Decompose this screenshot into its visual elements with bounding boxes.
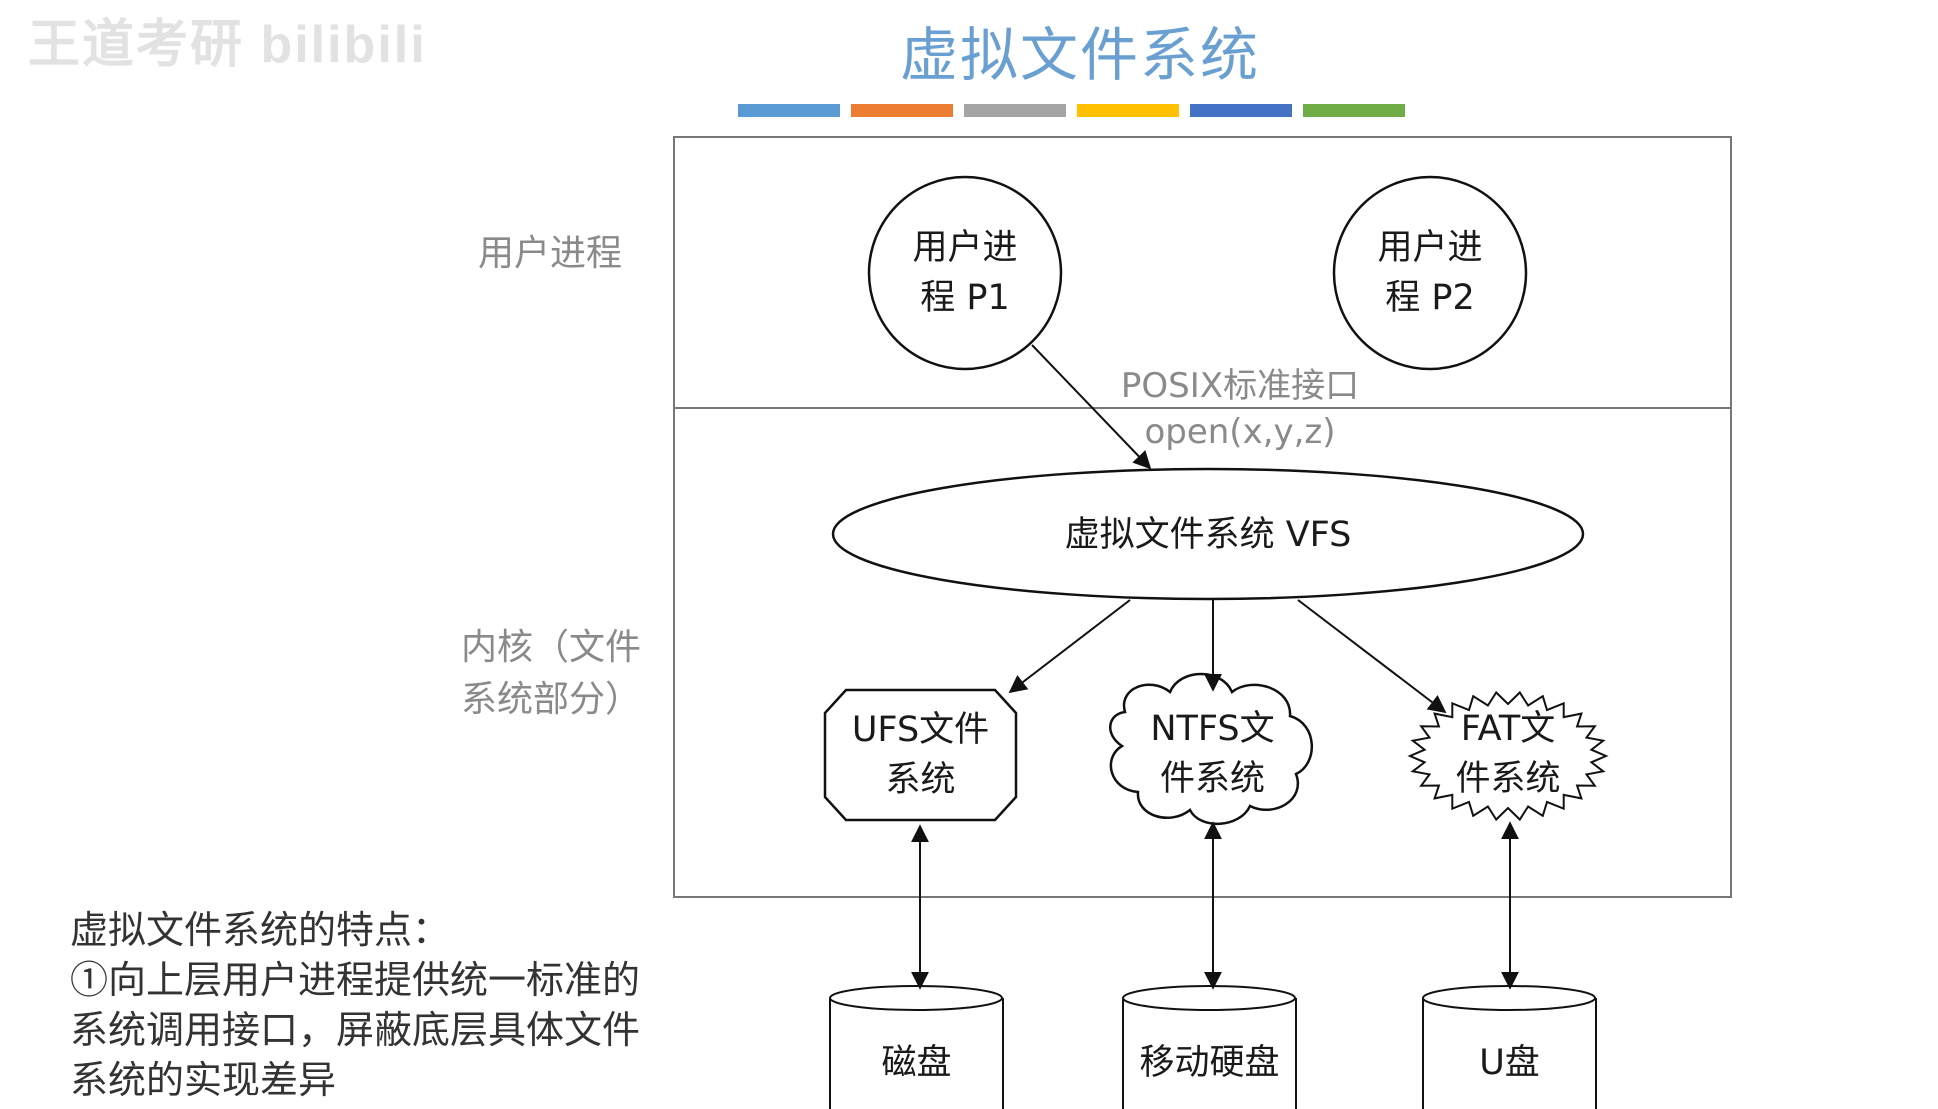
- process-p1-line1: 用户进: [912, 228, 1018, 268]
- fat-label: FAT文 件系统: [1410, 702, 1606, 806]
- layer-label-kernel-line2: 系统部分）: [461, 679, 642, 720]
- ntfs-cloud: [1109, 672, 1313, 825]
- color-bar-segment-1: [738, 104, 840, 117]
- ufs-line1: UFS文件: [851, 710, 990, 750]
- ufs-octagon: [823, 688, 1018, 822]
- color-bar-segment-5: [1190, 104, 1292, 117]
- device-removable-disk-cylinder: [1122, 985, 1297, 1109]
- open-call-label: open(x,y,z): [1144, 412, 1336, 452]
- layer-label-kernel: 内核（文件 系统部分）: [461, 622, 671, 726]
- vfs-label: 虚拟文件系统 VFS: [1064, 515, 1352, 555]
- device-disk-label: 磁盘: [881, 1043, 952, 1083]
- vfs-features-note: 虚拟文件系统的特点： ①向上层用户进程提供统一标准的 系统调用接口，屏蔽底层具体…: [70, 905, 730, 1105]
- device-usb-label: U盘: [1479, 1043, 1540, 1083]
- posix-interface-label: POSIX标准接口: [1120, 366, 1360, 406]
- ntfs-line2: 件系统: [1159, 759, 1265, 799]
- color-bar-segment-6: [1303, 104, 1405, 117]
- ufs-line2: 系统: [885, 760, 956, 800]
- process-p2-line1: 用户进: [1377, 228, 1483, 268]
- process-p1-line2: 程 P1: [920, 278, 1010, 318]
- arrow-vfs-to-ufs: [1008, 599, 1131, 694]
- process-p2-line2: 程 P2: [1385, 278, 1475, 318]
- page-title: 虚拟文件系统: [899, 21, 1260, 89]
- features-line-3: 系统的实现差异: [70, 1058, 337, 1102]
- color-bar-segment-2: [851, 104, 953, 117]
- ntfs-label: NTFS文 件系统: [1110, 702, 1315, 806]
- process-p2-circle: [1332, 175, 1528, 371]
- arrow-p1-to-vfs: [1031, 344, 1152, 470]
- layer-label-kernel-line1: 内核（文件: [461, 627, 642, 668]
- arrow-vfs-to-fat: [1297, 599, 1447, 714]
- system-frame: [673, 136, 1732, 898]
- layer-label-user-process: 用户进程: [478, 233, 623, 274]
- process-p2-label: 用户进 程 P2: [1334, 177, 1526, 369]
- color-bar: [738, 104, 1405, 118]
- ntfs-line1: NTFS文: [1150, 709, 1275, 749]
- fat-line1: FAT文: [1460, 709, 1556, 749]
- ufs-label: UFS文件 系统: [825, 703, 1016, 807]
- device-usb-cylinder: [1422, 985, 1597, 1109]
- features-line-1: ①向上层用户进程提供统一标准的: [70, 958, 641, 1002]
- device-removable-disk-label: 移动硬盘: [1139, 1043, 1280, 1083]
- process-p1-label: 用户进 程 P1: [869, 177, 1061, 369]
- fat-starburst: [1407, 690, 1609, 822]
- features-line-2: 系统调用接口，屏蔽底层具体文件: [70, 1008, 641, 1052]
- watermark-logo: 王道考研 bilibili: [28, 16, 427, 74]
- features-heading: 虚拟文件系统的特点：: [70, 908, 451, 952]
- vfs-ellipse: [831, 467, 1585, 601]
- process-p1-circle: [867, 175, 1063, 371]
- color-bar-segment-4: [1077, 104, 1179, 117]
- fat-line2: 件系统: [1455, 759, 1561, 799]
- color-bar-segment-3: [964, 104, 1066, 117]
